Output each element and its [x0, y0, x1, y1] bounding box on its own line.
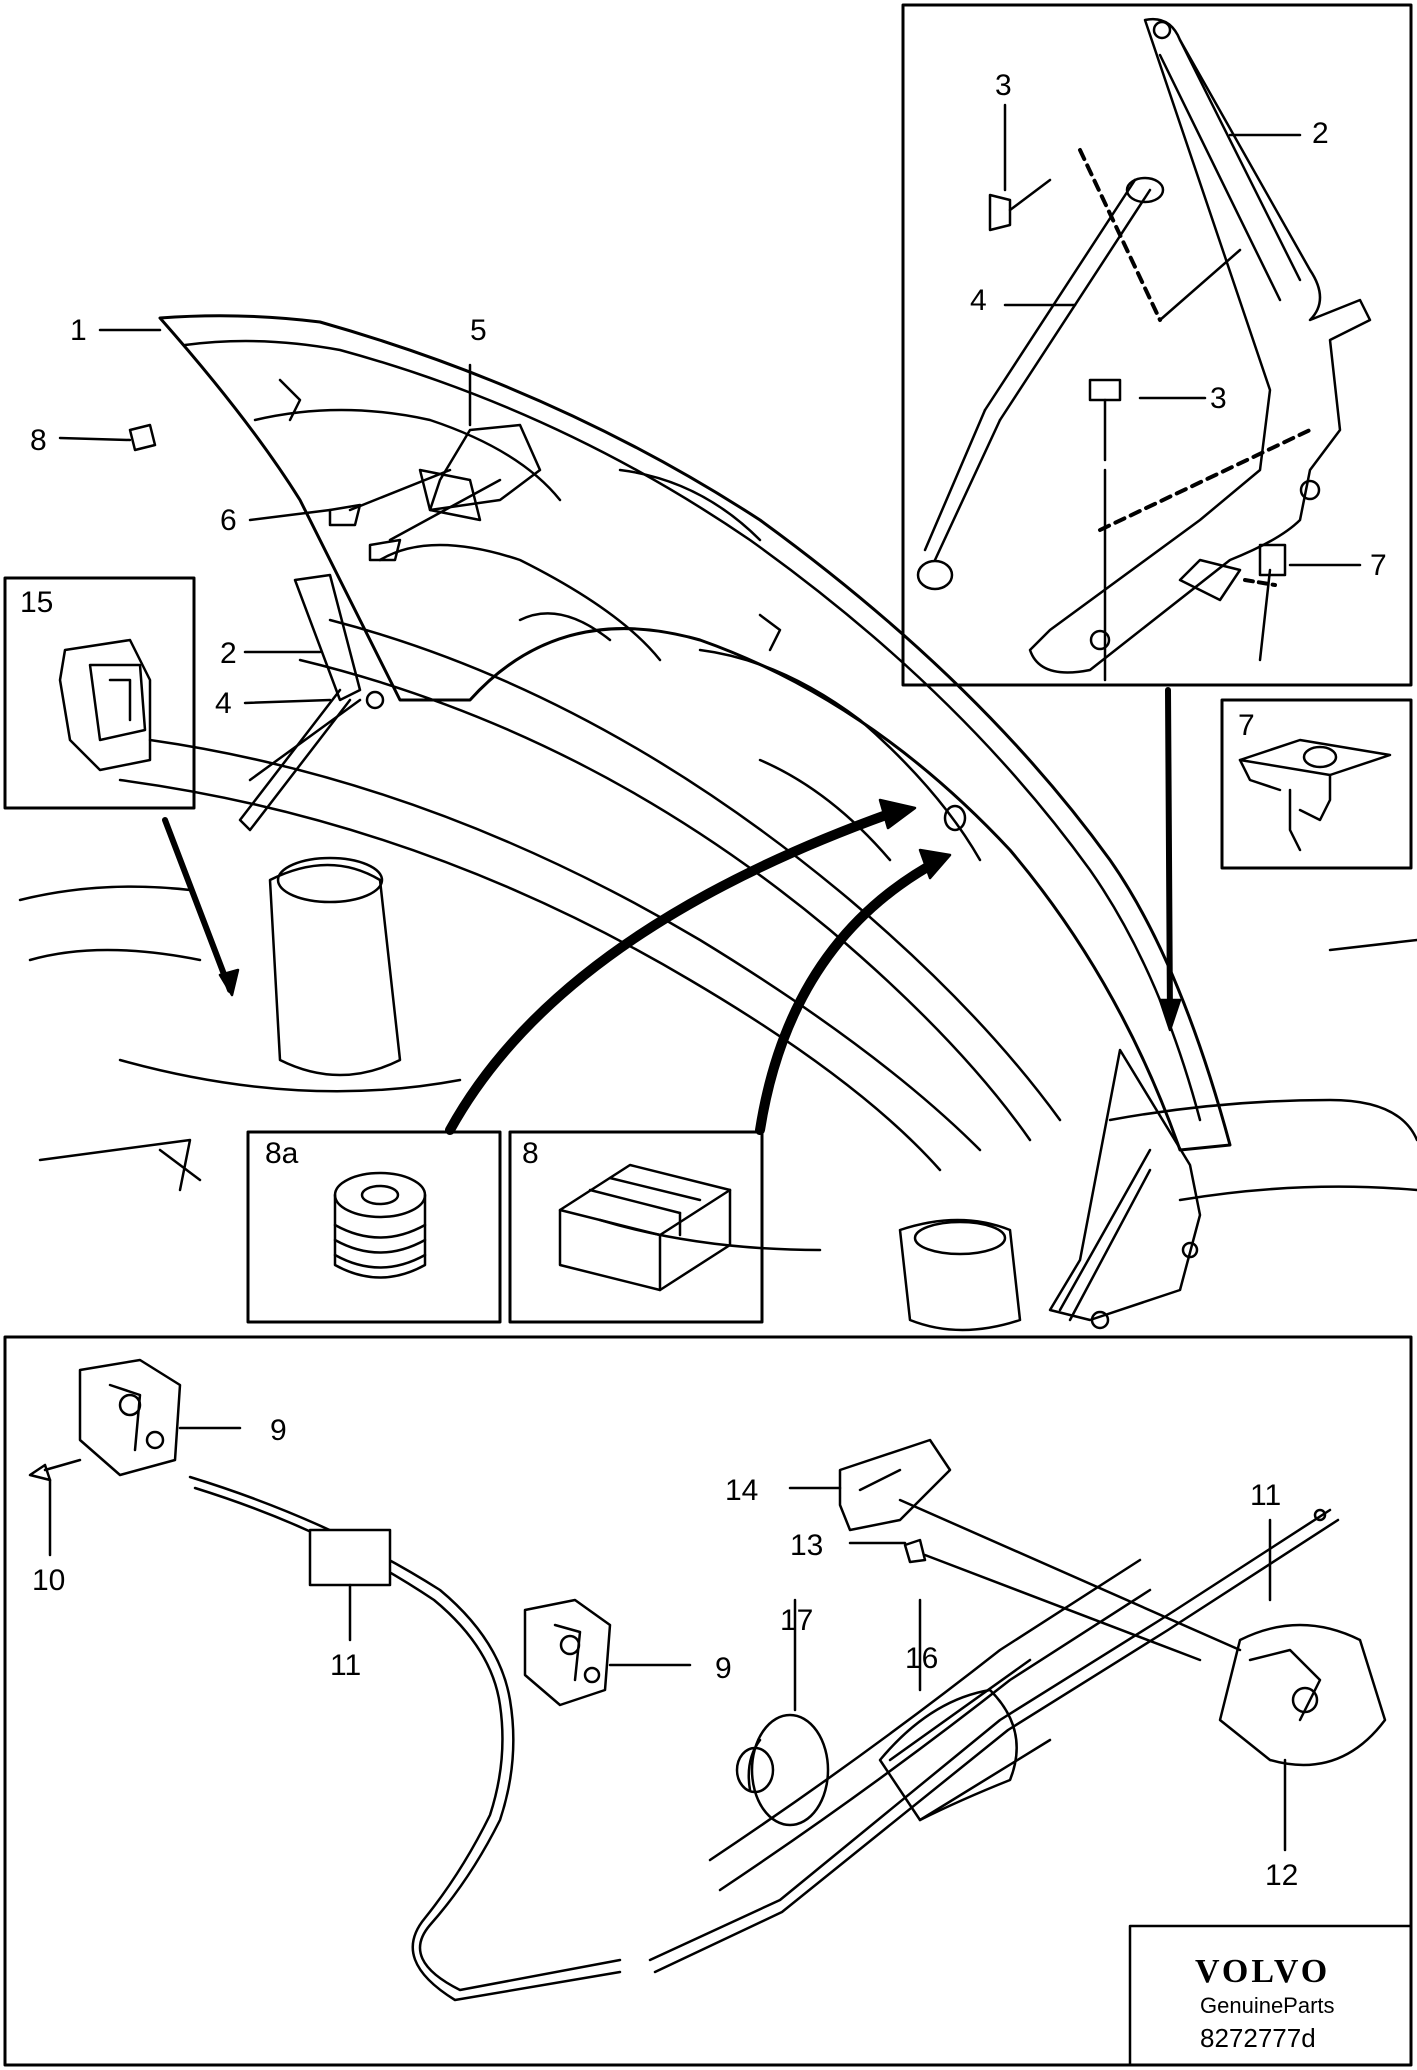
label-5: 5 [470, 314, 487, 347]
label-2-inset: 2 [1312, 117, 1329, 150]
logo-subtitle: GenuineParts [1200, 1993, 1335, 2018]
hinge-detail-inset [901, 3, 1413, 687]
rubber-block-8-inset [508, 1130, 764, 1324]
release-mechanism-panel [3, 1335, 1413, 2067]
hood-panel [18, 314, 1417, 1332]
label-4-inset: 4 [970, 284, 987, 317]
label-8a-box: 8a [265, 1137, 299, 1170]
callout-leaders [58, 328, 472, 705]
label-13: 13 [790, 1529, 823, 1562]
clip-15-inset [3, 576, 196, 810]
label-15: 15 [20, 586, 53, 619]
label-17: 17 [780, 1604, 813, 1637]
label-16: 16 [905, 1642, 938, 1675]
diagram-code: 8272777d [1200, 2023, 1316, 2053]
label-11-right: 11 [1250, 1479, 1281, 1512]
label-9-left: 9 [270, 1414, 287, 1447]
label-1: 1 [70, 314, 87, 347]
pointer-arrows [162, 687, 1182, 1135]
volvo-logo: VOLVO GenuineParts 8272777d [1195, 1953, 1335, 2053]
label-14: 14 [725, 1474, 758, 1507]
label-7-clip: 7 [1238, 709, 1255, 742]
label-2: 2 [220, 637, 237, 670]
label-7-inset: 7 [1370, 549, 1387, 582]
label-6: 6 [220, 504, 237, 537]
label-3-top: 3 [995, 69, 1012, 102]
logo-brand: VOLVO [1195, 1953, 1330, 1990]
clip-7-inset [1220, 698, 1413, 870]
callout-labels: 1 5 8 6 15 2 4 3 2 4 3 7 7 8a 8 9 10 11 … [20, 69, 1387, 1892]
label-9-mid: 9 [715, 1652, 732, 1685]
label-8: 8 [30, 424, 47, 457]
label-4: 4 [215, 687, 232, 720]
label-11-left: 11 [330, 1649, 361, 1682]
label-8-box: 8 [522, 1137, 539, 1170]
label-10: 10 [32, 1564, 65, 1597]
label-12: 12 [1265, 1859, 1298, 1892]
grommet-8a-inset [246, 1130, 502, 1324]
label-3-inset: 3 [1210, 382, 1227, 415]
